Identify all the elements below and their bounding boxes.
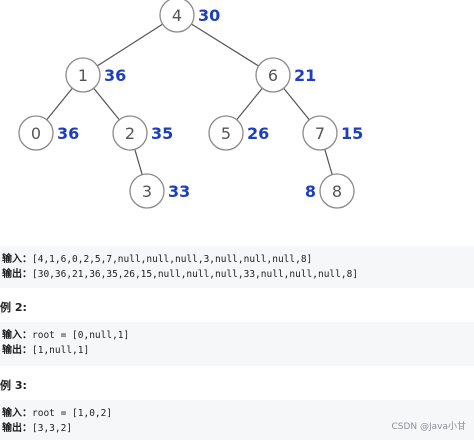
node-sum-label: 30 [198,6,220,25]
tree-node-4: 4 30 [159,0,220,33]
node-circle [319,173,355,209]
node-sum-label: 36 [104,66,126,85]
node-circle [18,115,54,151]
node-circle [208,115,244,151]
node-sum-label: 8 [305,182,316,201]
tree-edge-1-2 [93,87,120,121]
node-value-label: 2 [125,124,135,143]
node-sum-label: 15 [341,124,363,143]
tree-edge-1-0 [46,87,73,121]
node-value-label: 8 [332,182,342,201]
example2-output-line: 输出：[1,null,1] [2,343,474,358]
example2-input-value: root = [0,null,1] [32,330,130,341]
tree-edge-6-7 [283,87,310,121]
node-sum-label: 21 [294,66,316,85]
node-circle [255,57,291,93]
node-value-label: 5 [221,124,231,143]
tree-node-6: 6 21 [255,57,316,93]
example3-input-value: root = [1,0,2] [32,408,113,419]
example2-heading: 例 2: [0,301,27,314]
example2-code-block: 输入：root = [0,null,1] 输出：[1,null,1] [0,322,474,366]
tree-edge-2-3 [134,149,143,175]
input-label: 输入： [2,408,32,419]
node-circle [159,0,195,33]
tree-edge-7-8 [324,149,333,175]
example3-code-block: 输入：root = [1,0,2] 输出：[3,3,2] [0,400,474,440]
node-sum-label: 35 [151,124,173,143]
node-value-label: 6 [268,66,278,85]
example3-output-line: 输出：[3,3,2] [2,421,474,436]
node-circle [129,173,165,209]
example1-code-block: 输入：[4,1,6,0,2,5,7,null,null,null,3,null,… [0,246,474,288]
tree-node-7: 7 15 [302,115,363,151]
node-sum-label: 33 [168,182,190,201]
output-label: 输出： [2,423,32,434]
tree-edge-4-6 [191,23,259,67]
tree-edge-6-5 [236,87,263,121]
tree-edge-4-1 [97,23,163,67]
example2-output-value: [1,null,1] [32,345,90,356]
example2-input-line: 输入：root = [0,null,1] [2,328,474,343]
tree-node-0: 0 36 [18,115,79,151]
node-value-label: 4 [172,6,182,25]
example1-output-line: 输出：[30,36,21,36,35,26,15,null,null,null,… [2,267,474,282]
node-circle [112,115,148,151]
input-label: 输入： [2,254,32,265]
example3-input-line: 输入：root = [1,0,2] [2,406,474,421]
example1-output-value: [30,36,21,36,35,26,15,null,null,null,33,… [32,269,359,280]
tree-node-5: 5 26 [208,115,269,151]
node-circle [65,57,101,93]
csdn-watermark: CSDN @Java小甘 [391,422,466,432]
tree-node-8: 88 [305,173,355,209]
example1-input-line: 输入：[4,1,6,0,2,5,7,null,null,null,3,null,… [2,252,474,267]
node-value-label: 1 [78,66,88,85]
output-label: 输出： [2,269,32,280]
node-value-label: 7 [315,124,325,143]
node-circle [302,115,338,151]
output-label: 输出： [2,345,32,356]
tree-node-1: 1 36 [65,57,126,93]
example3-output-value: [3,3,2] [32,423,73,434]
tree-node-2: 2 35 [112,115,173,151]
input-label: 输入： [2,330,32,341]
example1-input-value: [4,1,6,0,2,5,7,null,null,null,3,null,nul… [32,254,313,265]
node-sum-label: 36 [57,124,79,143]
node-value-label: 0 [31,124,41,143]
node-sum-label: 26 [247,124,269,143]
node-value-label: 3 [142,182,152,201]
example3-heading: 例 3: [0,379,27,392]
